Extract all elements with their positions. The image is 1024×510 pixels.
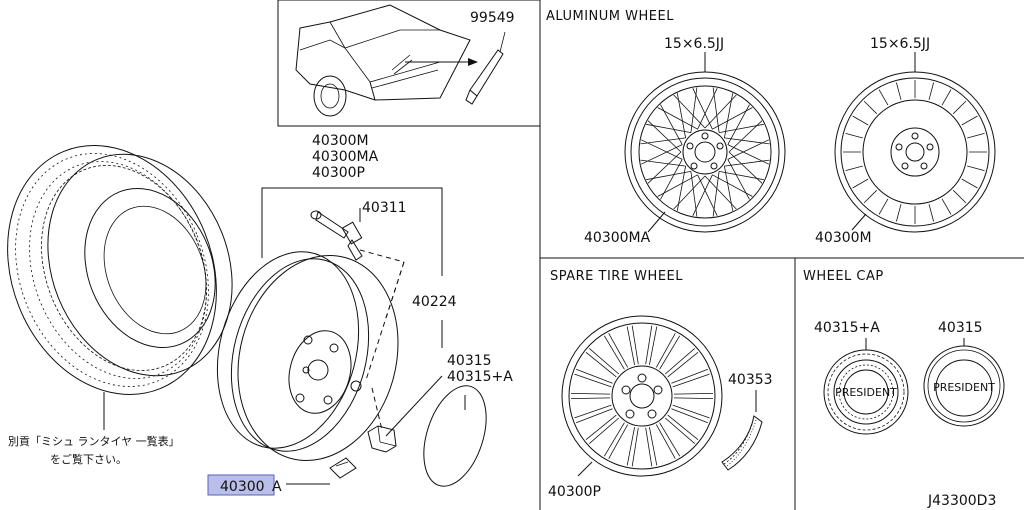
label-40300-highlighted[interactable]: 40300: [220, 479, 265, 495]
diagram-code: J43300D3: [927, 493, 996, 509]
wheel-cap-plain-illustration: [923, 338, 1005, 427]
spare-wheel-illustration: [561, 315, 723, 477]
label-aluminum-40300MA: 40300MA: [584, 230, 651, 246]
steel-wheel-illustration: [216, 251, 399, 461]
tire-illustration: [7, 145, 233, 395]
label-aluminum-40300M: 40300M: [815, 230, 872, 246]
label-spare-40300P: 40300P: [548, 484, 601, 500]
aluminum-wheel-mesh-illustration: [624, 52, 786, 233]
label-size-left: 15×6.5JJ: [664, 36, 724, 52]
header-wheel-cap: WHEEL CAP: [803, 269, 884, 284]
header-spare-tire-wheel: SPARE TIRE WHEEL: [550, 269, 683, 284]
balance-weight-illustration: [329, 457, 357, 479]
aluminum-wheel-slotted-illustration: [834, 52, 996, 233]
label-size-right: 15×6.5JJ: [870, 36, 930, 52]
valve-illustration: [310, 210, 363, 261]
header-aluminum-wheel: ALUMINUM WHEEL: [546, 9, 674, 24]
emblem-left: PRESIDENT: [835, 386, 897, 399]
label-40300-suffix: A: [272, 479, 282, 495]
wheel-cap-ornate-illustration: [823, 338, 909, 435]
note-line-1: 別貢「ミシュ ランタイヤ 一覧表」: [8, 434, 180, 448]
label-cap-40315A: 40315+A: [814, 320, 880, 336]
label-99549: 99549: [470, 10, 515, 26]
frame-lines: [277, 0, 1024, 510]
note-line-2: をご覧下さい。: [50, 452, 127, 466]
label-40315A: 40315+A: [447, 369, 513, 385]
label-40353: 40353: [728, 372, 773, 388]
label-40224: 40224: [412, 294, 457, 310]
label-40300P: 40300P: [312, 165, 365, 181]
center-cap-disc: [423, 385, 487, 487]
emblem-right: PRESIDENT: [933, 381, 995, 394]
label-40311: 40311: [362, 200, 407, 216]
steel-wheel-leaders: [261, 187, 466, 485]
label-40315: 40315: [447, 353, 492, 369]
trunk-inset-illustration: [295, 4, 506, 117]
label-cap-40315: 40315: [938, 320, 983, 336]
wheel-nut-illustration: [367, 425, 397, 453]
label-40300MA: 40300MA: [312, 149, 379, 165]
highlight-40300[interactable]: [207, 474, 275, 496]
label-40300M: 40300M: [312, 133, 369, 149]
spare-strip-illustration: [721, 390, 763, 471]
